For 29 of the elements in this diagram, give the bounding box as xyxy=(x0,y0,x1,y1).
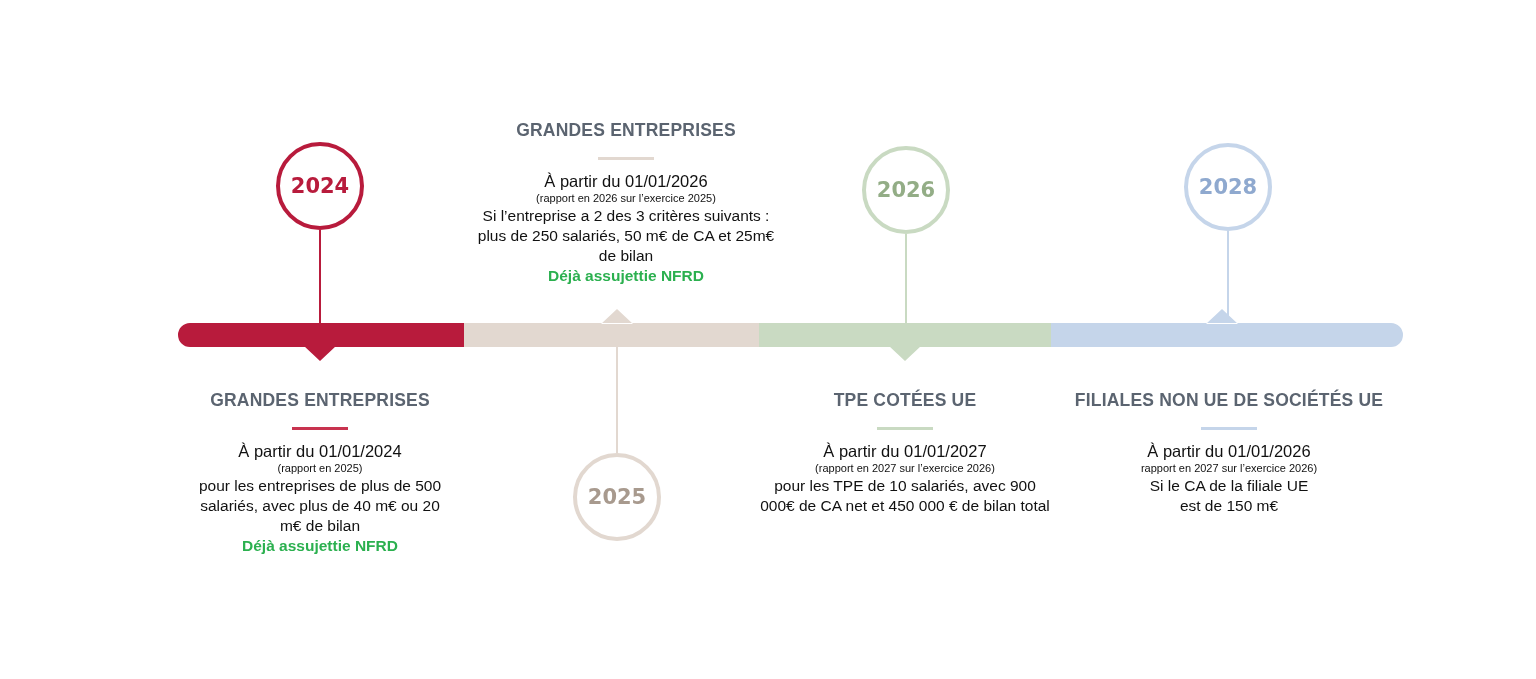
date-text: À partir du 01/01/2027 xyxy=(823,442,987,461)
year-circle: 2025 xyxy=(573,453,661,541)
criteria-text: Si l’entreprise a 2 des 3 critères suivants : plus de 250 salariés, 50 m€ de CA et 25m€ de bilan xyxy=(476,206,776,266)
connector-line xyxy=(616,346,618,454)
year-circle: 2024 xyxy=(276,142,364,230)
date-text: À partir du 01/01/2026 xyxy=(544,172,708,191)
timeline-bar-segment xyxy=(464,309,759,347)
category-heading: GRANDES ENTREPRISES xyxy=(210,390,430,411)
status-note: Déjà assujettie NFRD xyxy=(242,536,398,556)
category-heading: TPE COTÉES UE xyxy=(833,390,977,411)
status-note: Déjà assujettie NFRD xyxy=(548,266,704,286)
category-heading: FILIALES NON UE DE SOCIÉTÉS UE xyxy=(1074,390,1384,411)
criteria-text: pour les TPE de 10 salariés, avec 900 000€ de CA net et 450 000 € de bilan total xyxy=(759,476,1051,516)
report-note: rapport en 2027 sur l’exercice 2026) xyxy=(1140,462,1318,474)
year-circle: 2028 xyxy=(1184,143,1272,231)
timeline-bar-segment xyxy=(178,323,464,361)
report-note: (rapport en 2027 sur l’exercice 2026) xyxy=(815,462,995,474)
timeline-bar-segment xyxy=(759,323,1051,361)
connector-line xyxy=(905,233,907,324)
report-note: (rapport en 2026 sur l’exercice 2025) xyxy=(536,192,716,204)
date-text: À partir du 01/01/2024 xyxy=(238,442,402,461)
criteria-text: Si le CA de la filiale UE est de 150 m€ xyxy=(1148,476,1310,516)
criteria-text: pour les entreprises de plus de 500 salariés, avec plus de 40 m€ ou 20 m€ de bilan xyxy=(197,476,443,536)
connector-line xyxy=(319,229,321,324)
report-note: (rapport en 2025) xyxy=(277,462,363,474)
date-text: À partir du 01/01/2026 xyxy=(1147,442,1311,461)
category-heading: GRANDES ENTREPRISES xyxy=(516,120,736,141)
timeline-bar-segment xyxy=(1051,309,1403,347)
year-circle: 2026 xyxy=(862,146,950,234)
